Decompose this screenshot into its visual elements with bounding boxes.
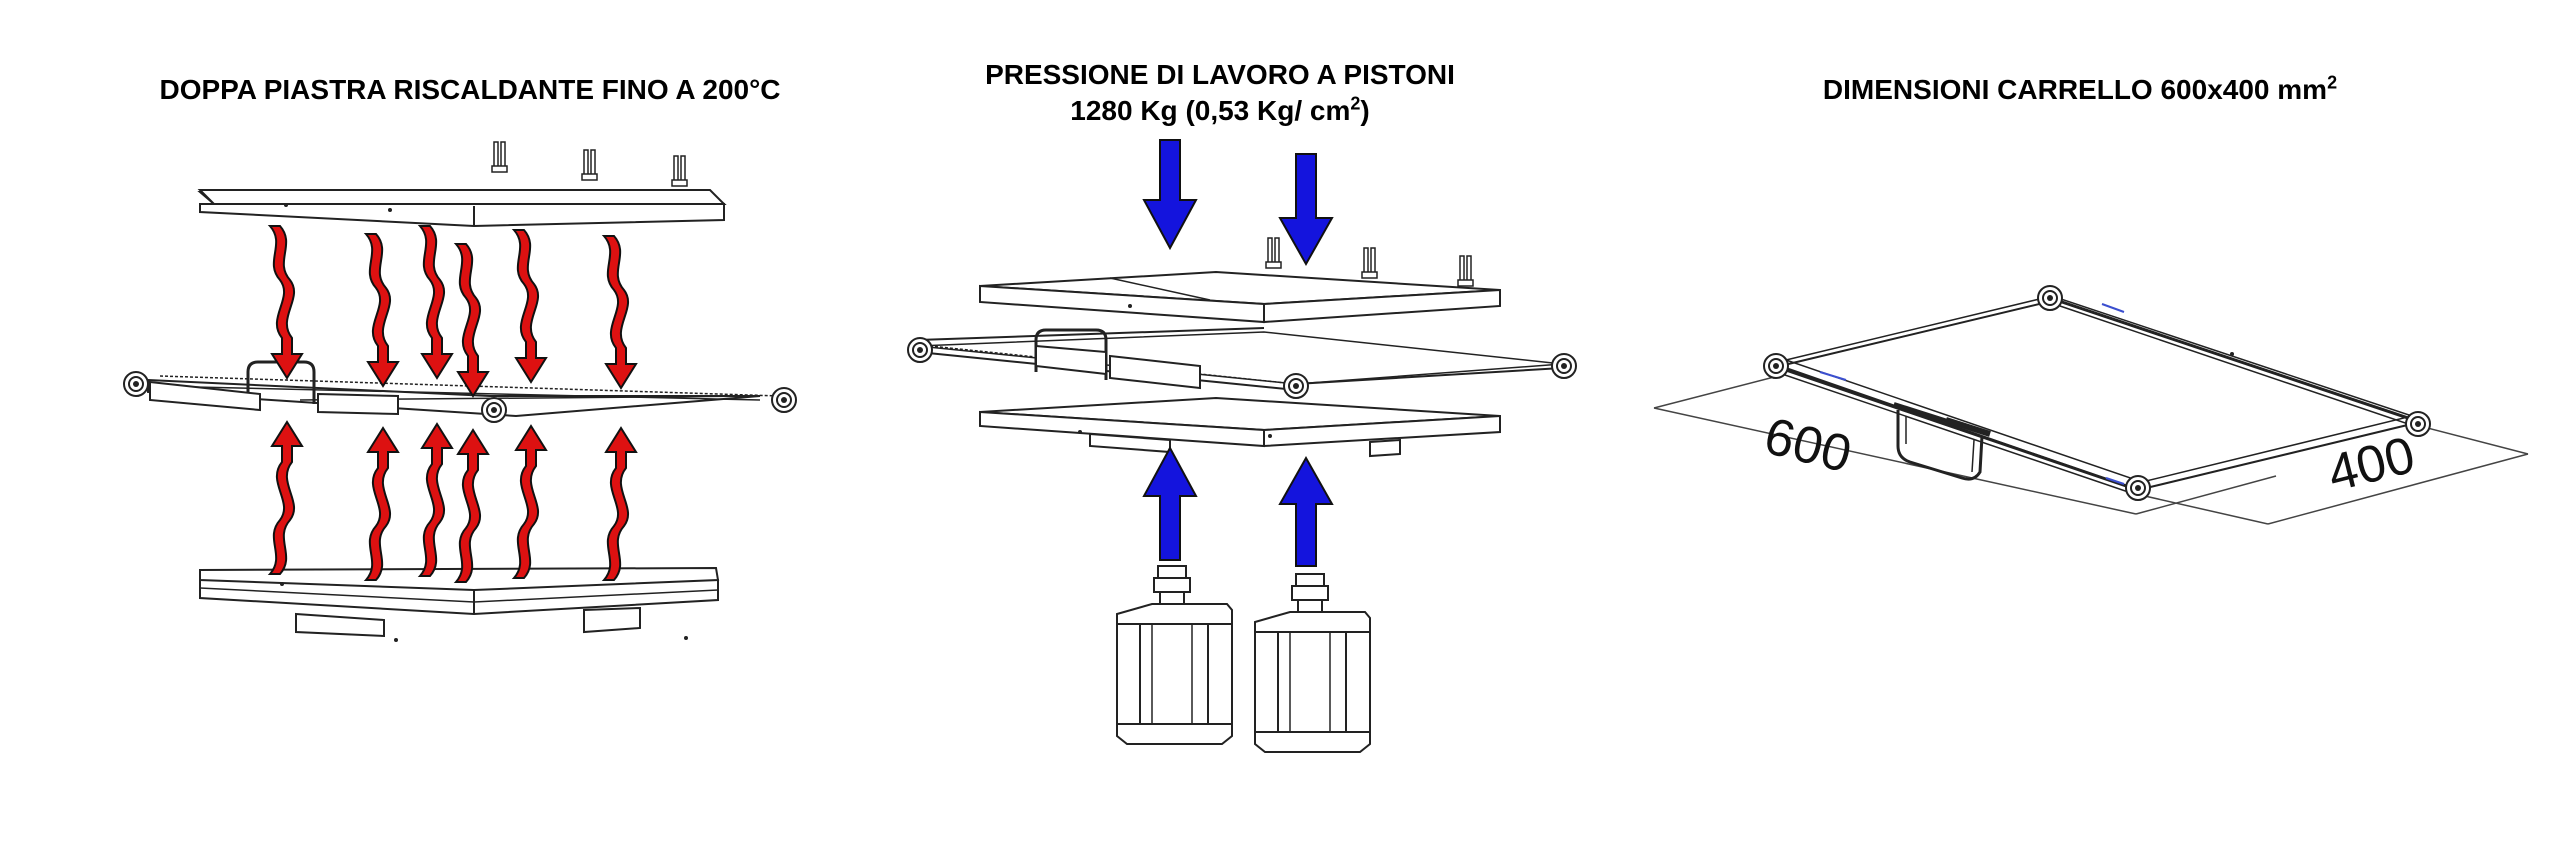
pneumatic-cylinder — [1116, 565, 1233, 745]
pneumatic-cylinder — [1254, 573, 1371, 753]
pressure-close-paren: ) — [1360, 95, 1370, 126]
heating-assembly — [123, 141, 797, 642]
heat-arrow-down — [455, 243, 489, 397]
pressure-arrow-up — [1142, 445, 1198, 561]
heat-arrow-down — [603, 235, 637, 389]
pressure-title-line2: 1280 Kg (0,53 Kg/ cm2) — [900, 93, 1540, 129]
lower-heating-plate — [199, 566, 720, 642]
pressure-arrow-up — [1278, 455, 1334, 567]
pressure-arrow-down — [1278, 153, 1334, 267]
heat-arrow-up — [419, 423, 453, 577]
heat-arrow-down — [513, 229, 547, 383]
pressure-title: PRESSIONE DI LAVORO A PISTONI 1280 Kg (0… — [900, 57, 1540, 129]
pressure-arrows-down — [1142, 139, 1334, 267]
cart-dimensions-sup: 2 — [2327, 72, 2338, 93]
heat-arrow-down — [365, 233, 399, 387]
heat-arrow-up — [603, 427, 637, 581]
pressure-arrow-down — [1142, 139, 1198, 251]
pressure-unit-sup: 2 — [1350, 93, 1361, 114]
cart-dimensions-drawing — [1653, 285, 2529, 525]
press-assembly — [907, 139, 1577, 753]
pressure-arrows-up — [1142, 445, 1334, 567]
press-upper-plate — [979, 237, 1501, 324]
heat-arrow-down — [269, 225, 303, 379]
heat-arrow-up — [455, 429, 489, 583]
press-lower-plate — [979, 396, 1501, 458]
heat-arrow-up — [513, 425, 547, 579]
cart-dimensions-title: DIMENSIONI CARRELLO 600x400 mm2 — [1770, 72, 2390, 108]
heat-arrow-down — [419, 225, 453, 379]
press-cart-tray — [907, 327, 1577, 399]
heat-arrow-up — [365, 427, 399, 581]
upper-heating-plate — [197, 141, 727, 228]
pressure-value-text: 1280 Kg (0,53 Kg/ cm — [1070, 95, 1351, 126]
heating-plates-title: DOPPA PIASTRA RISCALDANTE FINO A 200°C — [159, 74, 781, 105]
cart-dimensions-text: DIMENSIONI CARRELLO 600x400 mm — [1822, 74, 2328, 105]
pressure-title-line1: PRESSIONE DI LAVORO A PISTONI — [985, 59, 1455, 90]
heat-arrow-up — [269, 421, 303, 575]
